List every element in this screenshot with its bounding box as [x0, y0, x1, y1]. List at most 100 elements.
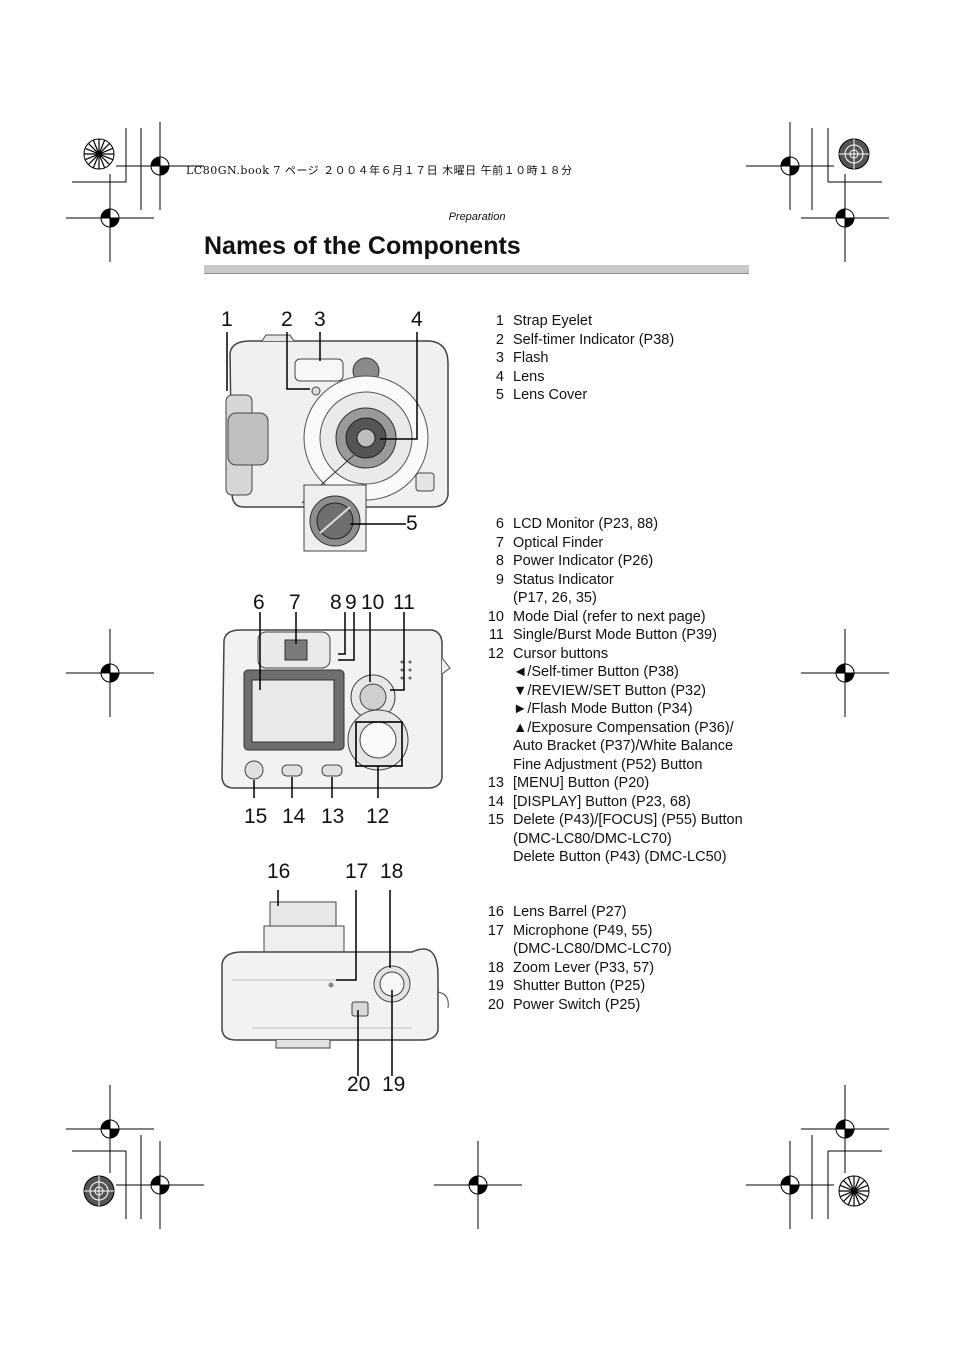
crosshair-registration-mark: [746, 122, 834, 210]
list-item: 17 Microphone (P49, 55): [482, 922, 782, 941]
list-item: 3 Flash: [482, 349, 782, 368]
item-text: LCD Monitor (P23, 88): [513, 516, 659, 532]
item-text: Single/Burst Mode Button (P39): [513, 627, 717, 643]
item-text: Self-timer Indicator (P38): [513, 331, 675, 348]
registration-sunburst-bottom-left: [83, 1175, 115, 1207]
list-item: 1 Strap Eyelet: [482, 312, 782, 331]
list-item: 14[DISPLAY] Button (P23, 68): [482, 793, 782, 812]
callout-label: 10: [361, 591, 385, 614]
camera-back-illustration: [221, 612, 451, 798]
callout-label: 7: [289, 591, 301, 614]
crosshair-registration-mark: [801, 629, 889, 717]
title-underline: [204, 265, 749, 274]
item-number: 5: [495, 387, 504, 403]
callout-label: 9: [345, 591, 357, 614]
list-item: 8 Power Indicator (P26): [482, 552, 782, 571]
list-item: 20 Power Switch (P25): [482, 996, 782, 1015]
component-list-front: 1 Strap Eyelet 2 Self-timer Indicator (P38)…: [482, 312, 782, 405]
item-text-continued: ►/Flash Mode Button (P34): [513, 701, 693, 717]
item-text-continued: Fine Adjustment (P52) Button: [513, 756, 703, 773]
item-text: Flash: [513, 350, 549, 366]
crosshair-registration-mark: [116, 122, 204, 210]
crosshair-registration-mark: [434, 1141, 522, 1229]
callout-label: 11: [393, 591, 415, 614]
registration-sunburst-top-left: [83, 138, 115, 170]
item-text: Power Switch (P25): [513, 996, 641, 1013]
callout-label: 1: [221, 308, 233, 331]
item-text-continued: ◄/Self-timer Button (P38): [513, 664, 679, 680]
registration-sunburst-bottom-right: [838, 1175, 870, 1207]
item-text-continued: (DMC-LC80/DMC-LC70): [513, 941, 672, 957]
item-number: 7: [495, 534, 504, 551]
item-number: 12: [487, 645, 504, 662]
registration-sunburst-top-right: [838, 138, 870, 170]
item-text-continued: (P17, 26, 35): [513, 590, 597, 606]
callout-label: 17: [345, 860, 369, 883]
crosshair-registration-mark: [746, 1141, 834, 1229]
callout-label: 4: [411, 308, 423, 331]
item-text: Lens Barrel (P27): [513, 904, 627, 920]
item-text: Lens: [513, 368, 545, 385]
callout-label: 3: [314, 308, 326, 331]
callout-label: 12: [366, 805, 390, 828]
item-text-continued: Delete Button (P43) (DMC-LC50): [513, 849, 727, 865]
callout-label: 6: [253, 591, 265, 614]
item-text: Delete (P43)/[FOCUS] (P55) Button: [513, 812, 743, 828]
item-text: [DISPLAY] Button (P23, 68): [513, 793, 691, 810]
list-item: 11 Single/Burst Mode Button (P39): [482, 626, 782, 645]
item-text: [MENU] Button (P20): [513, 775, 650, 791]
callout-label: 13: [321, 805, 345, 828]
item-text: Mode Dial (refer to next page): [513, 608, 706, 625]
list-item: 2 Self-timer Indicator (P38): [482, 331, 782, 350]
camera-front-illustration: [225, 332, 449, 552]
item-number: 19: [487, 978, 504, 994]
item-text: Power Indicator (P26): [513, 553, 654, 569]
list-item: 9 Status Indicator: [482, 571, 782, 590]
item-number: 17: [487, 922, 504, 939]
callout-label: 14: [282, 805, 306, 828]
item-text: Shutter Button (P25): [513, 978, 646, 994]
crosshair-registration-mark: [66, 1085, 154, 1173]
item-text: Microphone (P49, 55): [513, 922, 653, 939]
item-number: 13: [487, 775, 504, 791]
list-item: 7 Optical Finder: [482, 534, 782, 553]
item-number: 20: [487, 996, 504, 1013]
list-item: 12 Cursor buttons: [482, 645, 782, 664]
item-number: 3: [495, 350, 504, 366]
list-item: 13 [MENU] Button (P20): [482, 774, 782, 793]
crosshair-registration-mark: [66, 174, 154, 262]
item-text: Strap Eyelet: [513, 313, 592, 329]
item-number: 11: [488, 627, 504, 643]
item-number: 10: [487, 608, 504, 625]
item-text: Cursor buttons: [513, 645, 609, 662]
item-text: Optical Finder: [513, 534, 604, 551]
crosshair-registration-mark: [801, 1085, 889, 1173]
item-number: 2: [495, 331, 504, 348]
item-text-continued: ▼/REVIEW/SET Button (P32): [513, 682, 706, 699]
item-text: Zoom Lever (P33, 57): [513, 959, 655, 976]
callout-label: 8: [330, 591, 342, 614]
callout-label: 18: [380, 860, 404, 883]
item-text-continued: ▲/Exposure Compensation (P36)/: [513, 719, 734, 736]
item-number: 8: [495, 553, 504, 569]
page-title: Names of the Components: [204, 232, 521, 260]
callout-label: 5: [406, 512, 418, 535]
list-item: 19 Shutter Button (P25): [482, 977, 782, 996]
list-item: 10 Mode Dial (refer to next page): [482, 608, 782, 627]
callout-label: 15: [244, 805, 268, 828]
section-label: Preparation: [448, 211, 506, 223]
item-number: 1: [495, 313, 504, 329]
crosshair-registration-mark: [66, 629, 154, 717]
item-text-continued: Auto Bracket (P37)/White Balance: [513, 738, 734, 754]
item-text: Status Indicator: [513, 571, 614, 588]
callout-label: 20: [347, 1073, 371, 1096]
crosshair-registration-mark: [116, 1141, 204, 1229]
item-number: 9: [495, 571, 504, 588]
